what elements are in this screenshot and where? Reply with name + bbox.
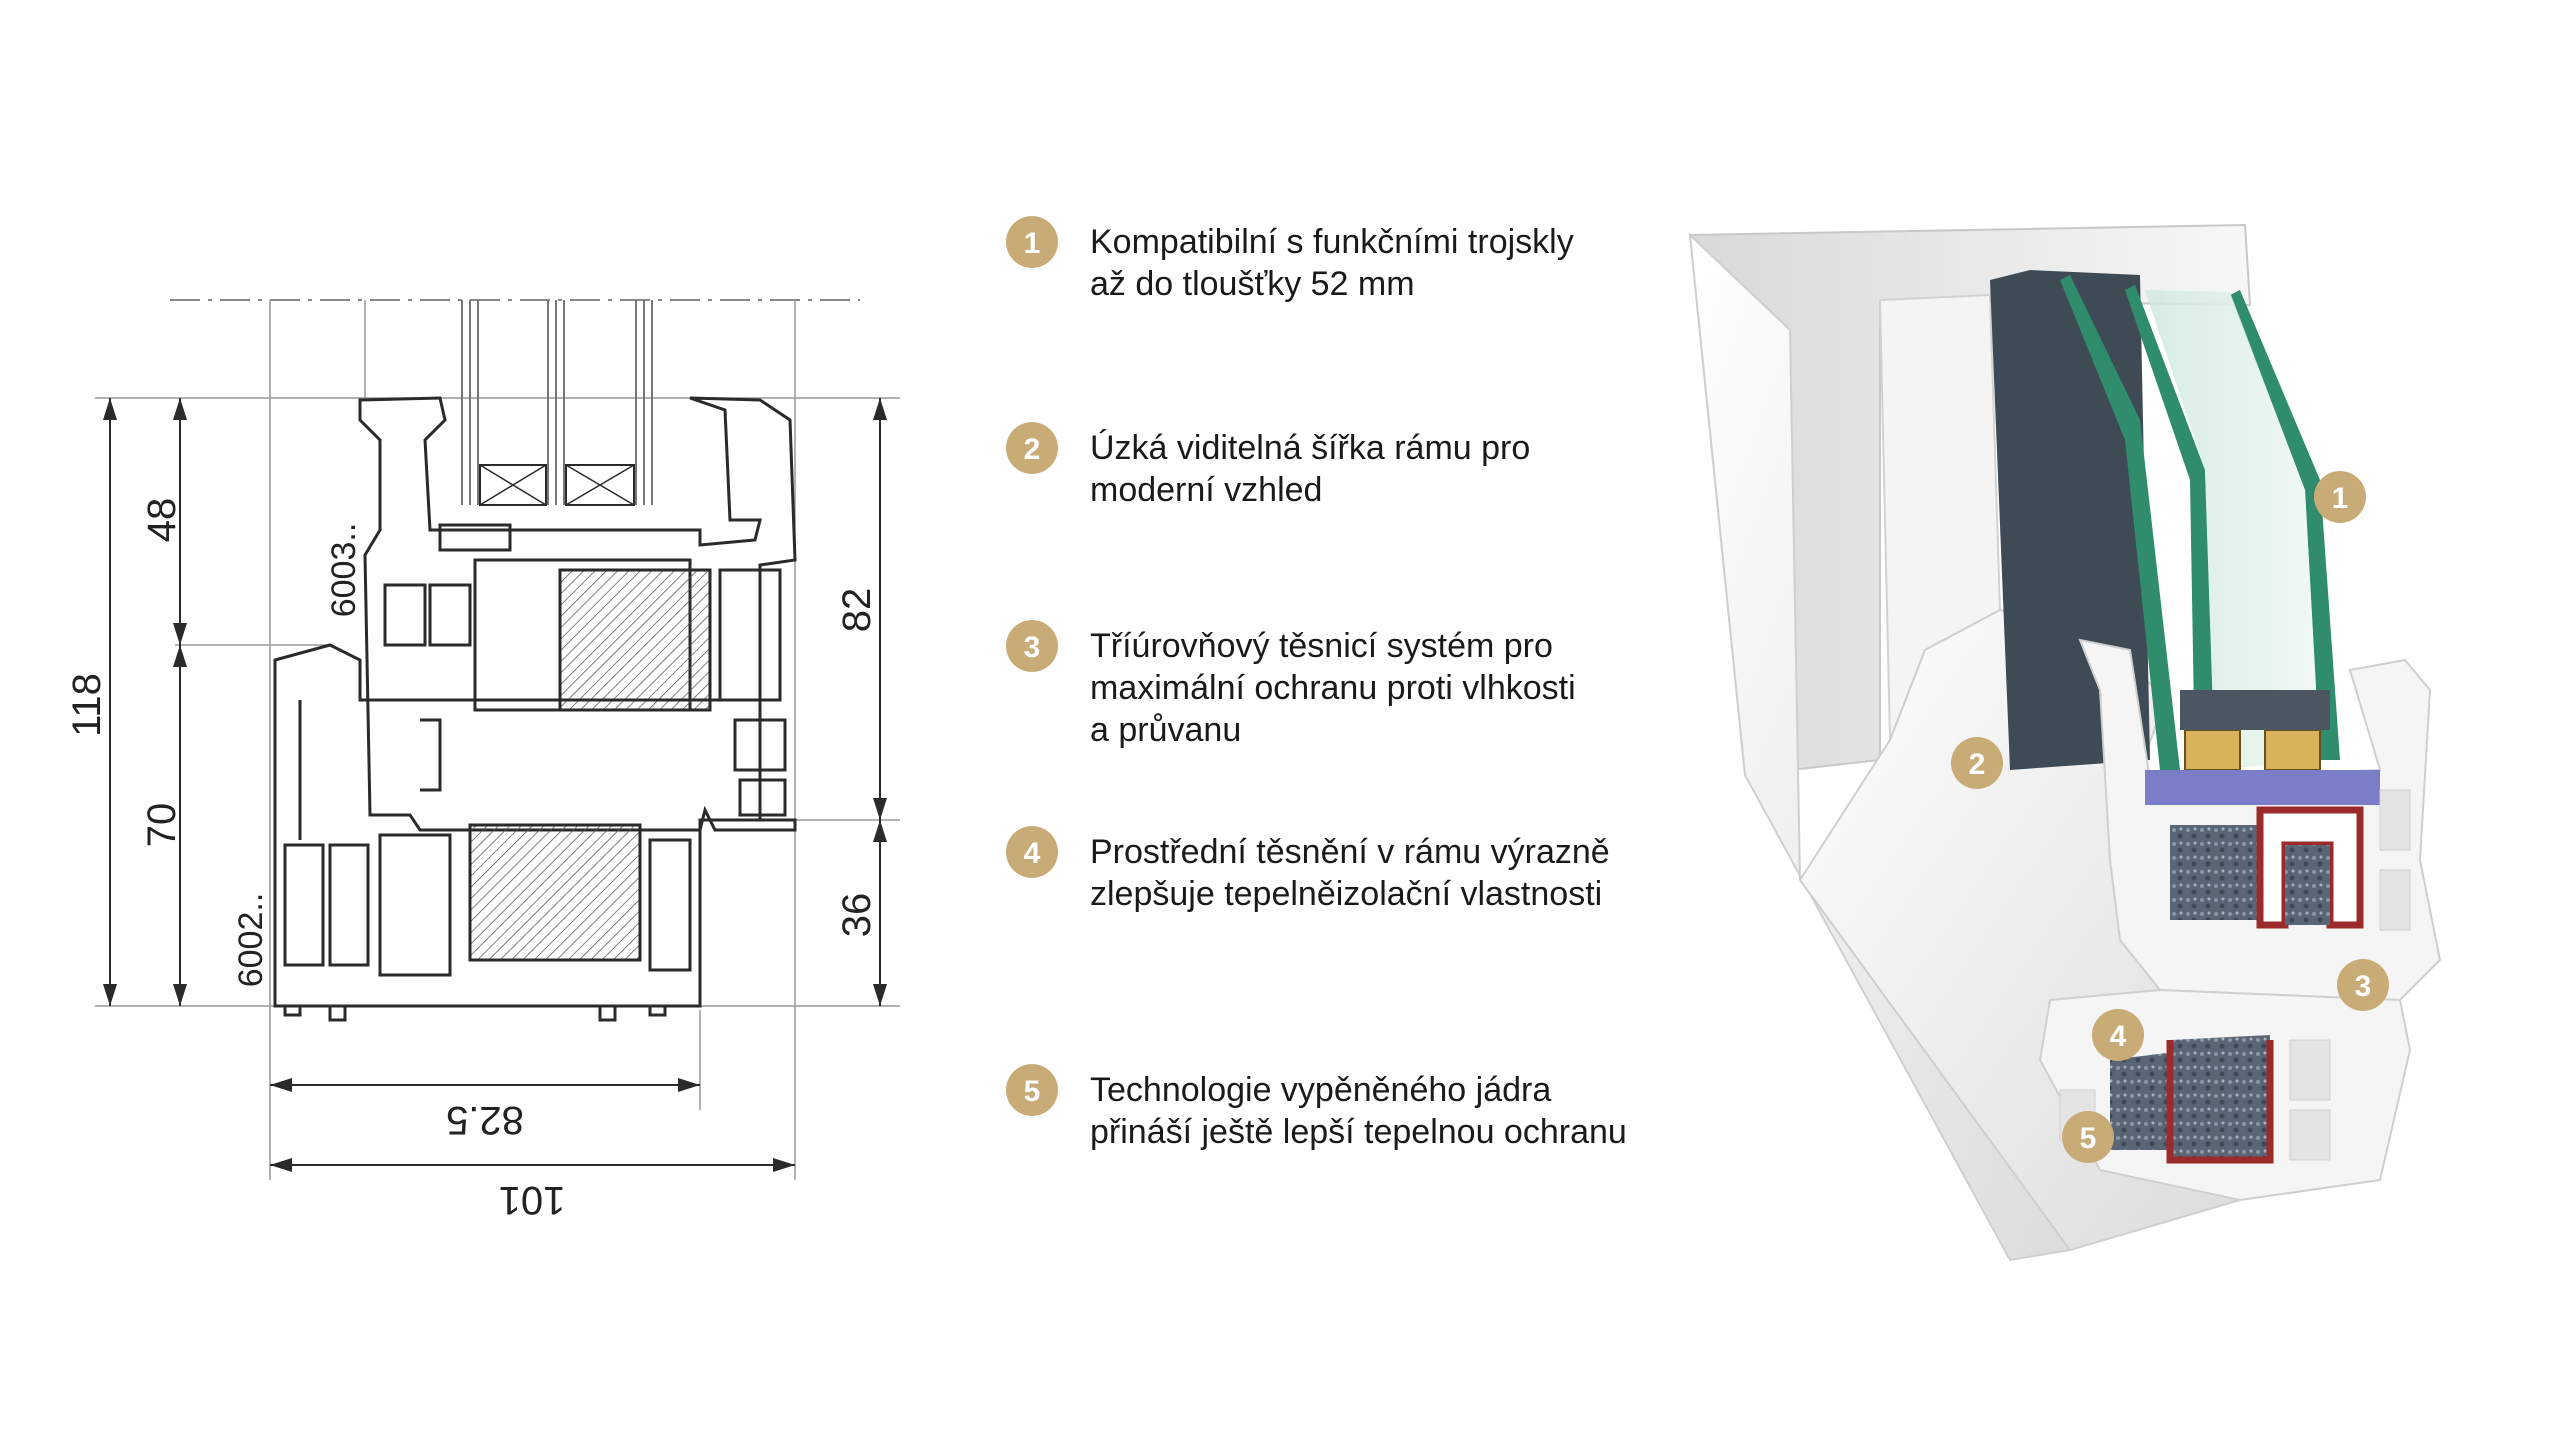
number-badge bbox=[1951, 737, 2003, 789]
render-callout: 1 bbox=[2314, 471, 2366, 523]
feature-text-line: Tříúrovňový těsnicí systém pro bbox=[1090, 627, 1553, 665]
badge-number: 2 bbox=[1024, 433, 1041, 466]
number-badge bbox=[2314, 471, 2366, 523]
feature-item: 4 Prostřední těsnění v rámu výrazně zlep… bbox=[1006, 826, 1610, 913]
feature-item: 1 Kompatibilní s funkčními trojskly až d… bbox=[1006, 216, 1574, 303]
technical-cross-section bbox=[95, 299, 900, 1180]
badge-number: 1 bbox=[1024, 227, 1041, 260]
number-badge bbox=[1006, 620, 1058, 672]
feature-list: 1 Kompatibilní s funkčními trojskly až d… bbox=[1006, 216, 1627, 1151]
feature-text-line: maximální ochranu proti vlhkosti bbox=[1090, 669, 1576, 707]
number-badge bbox=[2092, 1009, 2144, 1061]
number-badge bbox=[1006, 1064, 1058, 1116]
dim-right-upper: 82 bbox=[835, 588, 879, 633]
feature-text-line: Technologie vypěněného jádra bbox=[1090, 1071, 1551, 1109]
feature-text-line: Úzká viditelná šířka rámu pro bbox=[1090, 429, 1530, 467]
badge-number: 3 bbox=[2355, 970, 2372, 1003]
window-cutaway-render: 1 2 3 4 5 bbox=[1688, 223, 2442, 1262]
number-badge bbox=[1006, 216, 1058, 268]
render-callout: 2 bbox=[1951, 737, 2003, 789]
dim-right-lower: 36 bbox=[835, 893, 879, 938]
dim-inner-width: 82.5 bbox=[446, 1098, 524, 1142]
badge-number: 1 bbox=[2332, 482, 2349, 515]
feature-text-line: a průvanu bbox=[1090, 711, 1241, 749]
badge-number: 5 bbox=[1024, 1075, 1041, 1108]
badge-number: 2 bbox=[1969, 748, 1986, 781]
number-badge bbox=[2062, 1111, 2114, 1163]
number-badge bbox=[1006, 826, 1058, 878]
dim-profile-lower-code: 6002.. bbox=[232, 893, 270, 988]
feature-text-line: moderní vzhled bbox=[1090, 471, 1322, 509]
number-badge bbox=[1006, 422, 1058, 474]
feature-text-line: Prostřední těsnění v rámu výrazně bbox=[1090, 833, 1610, 871]
dim-profile-upper-code: 6003.. bbox=[325, 523, 363, 618]
dim-lower-left: 70 bbox=[140, 803, 184, 848]
badge-number: 5 bbox=[2080, 1122, 2097, 1155]
feature-text-line: Kompatibilní s funkčními trojskly bbox=[1090, 223, 1574, 261]
dim-overall-height: 118 bbox=[65, 673, 109, 737]
dim-upper-left: 48 bbox=[140, 498, 184, 543]
feature-text-line: přináší ještě lepší tepelnou ochranu bbox=[1090, 1113, 1627, 1151]
badge-number: 4 bbox=[1024, 837, 1041, 870]
feature-text-line: až do tloušťky 52 mm bbox=[1090, 265, 1415, 303]
feature-item: 2 Úzká viditelná šířka rámu pro moderní … bbox=[1006, 422, 1530, 509]
dim-overall-width: 101 bbox=[499, 1178, 566, 1222]
number-badge bbox=[2337, 959, 2389, 1011]
render-callout: 5 bbox=[2062, 1111, 2114, 1163]
feature-item: 3 Tříúrovňový těsnicí systém pro maximál… bbox=[1006, 620, 1576, 749]
render-callout: 3 bbox=[2337, 959, 2389, 1011]
render-callout: 4 bbox=[2092, 1009, 2144, 1061]
feature-item: 5 Technologie vypěněného jádra přináší j… bbox=[1006, 1064, 1627, 1151]
badge-number: 3 bbox=[1024, 631, 1041, 664]
feature-text-line: zlepšuje tepelněizolační vlastnosti bbox=[1090, 875, 1602, 913]
badge-number: 4 bbox=[2110, 1020, 2127, 1053]
